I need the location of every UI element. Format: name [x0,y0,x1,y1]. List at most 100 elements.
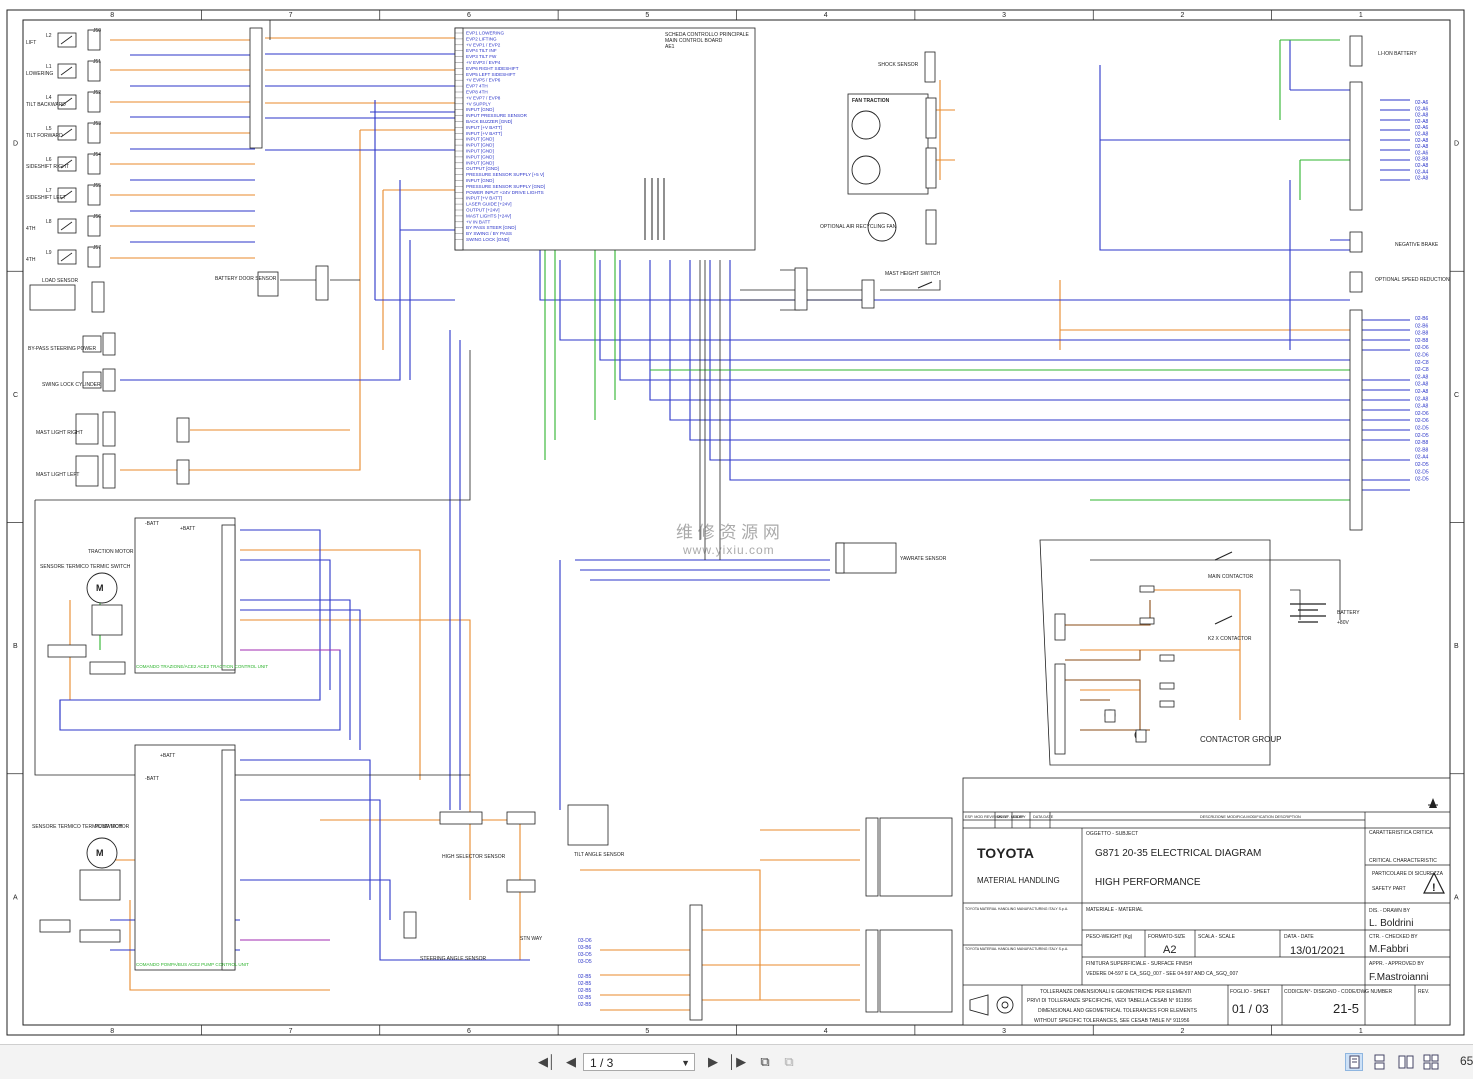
code-value: 21-5 [1333,1001,1359,1016]
board-pin-label: MAST LIGHTS [+24V] [466,213,511,218]
coil-id: L6 [46,157,52,163]
copy-page-icon[interactable]: ⧉ [784,1054,794,1069]
next-page-icon[interactable]: ▶ [708,1054,718,1069]
last-page-icon[interactable]: │▶ [727,1054,747,1069]
yaw-sensor-label: YAWRATE SENSOR [900,556,947,562]
sheet-reference: 02-D5 [1415,462,1429,468]
drawn-label: DIS. - DRAWN BY [1369,908,1411,914]
sensore-termico-label: SENSORE TERMICO TERMIC SWITCH [40,564,131,570]
approved-value: F.Mastroianni [1369,972,1428,983]
sheet-reference: 02-D6 [1415,353,1429,359]
optional-speed-label: OPTIONAL SPEED REDUCTION [1375,277,1450,283]
board-pin-label: OUTPUT [+24V] [466,208,500,213]
see-note: VEDERE 04-597 E CA_SGQ_007 - SEE 04-597 … [1086,971,1238,977]
sheet-reference: 02-B8 [1415,331,1429,337]
board-pin-label: SWING LOCK [GND] [466,237,509,242]
coil-id: L2 [46,33,52,39]
sensore-termico-label-2: SENSORE TERMICO TERMIC SWITCH [32,824,123,830]
zoom-level[interactable]: 65 [1460,1054,1473,1068]
grid-row-label: B [13,643,18,650]
board-pin-label: PRESSURE SENSOR SUPPLY [GND] [466,184,545,189]
single-page-view-button[interactable] [1345,1053,1363,1071]
board-pin-label: +V IN BATT [466,219,490,224]
board-pin-label: BY SWING / BY PASS [466,231,512,236]
first-page-icon[interactable]: ◀│ [537,1054,557,1069]
critical-label-en: CRITICAL CHARACTERISTIC [1369,858,1437,864]
svg-text:!: ! [1432,882,1436,894]
page-indicator: 1 / 3 [590,1056,614,1070]
coil-name: 4TH [26,257,36,263]
grid-column-label: 6 [467,1028,471,1035]
tol-en2: WITHOUT SPECIFIC TOLERANCES, SEE CESAB T… [1034,1018,1190,1024]
sheet-reference: 02-B5 [578,995,592,1001]
single-page-icon [1349,1055,1360,1069]
fan-traction-label: FAN TRACTION [852,98,890,104]
sheet-reference: 02-A6 [1415,106,1429,112]
tol-it: TOLLERANZE DIMENSIONALI E GEOMETRICHE PE… [1040,989,1191,995]
coil-connector: J52 [93,90,101,96]
mast-light-left-label: MAST LIGHT LEFT [36,472,79,478]
two-page-icon [1398,1055,1414,1069]
grid-column-label: 5 [645,1028,649,1035]
finish-label: FINITURA SUPERFICIALE - SURFACE FINISH [1086,961,1193,967]
sheet-reference: 02-A8 [1415,382,1429,388]
prev-page-icon[interactable]: ◀ [566,1054,576,1069]
board-pin-label: EVP1 LOWERING [466,31,504,36]
load-sensor-label: LOAD SENSOR [42,278,79,284]
board-pin-label: POWER INPUT +24V DRIVE LIGHTS [466,190,544,195]
grid-row-label: C [13,392,18,399]
board-pin-label: INPUT [GND] [466,160,494,165]
date-label: DATA - DATE [1284,934,1314,940]
sheet-reference: 02-D6 [1415,345,1429,351]
grid-column-label: 7 [289,12,293,19]
board-pin-label: EVP5 LEFT SIDESHIFT [466,72,516,77]
coil-id: L9 [46,250,52,256]
high-selector-label: HIGH SELECTOR SENSOR [442,854,506,860]
sheet-reference: 02-D6 [1415,411,1429,417]
format-value: A2 [1163,944,1176,956]
board-pin-label: BY PASS STEER [GND] [466,225,516,230]
tilt-sensor-label: TILT ANGLE SENSOR [574,852,625,858]
board-pin-label: INPUT [+V BATT] [466,125,502,130]
board-pin-label: INPUT [+V BATT] [466,196,502,201]
grid-column-label: 4 [824,1028,828,1035]
board-pin-label: INPUT [GND] [466,149,494,154]
revision-column-header: MODIF. MODIFY [997,815,1026,819]
revision-column-header: ESP. MOD REVISION N° [965,815,1008,819]
two-page-view-button[interactable] [1397,1053,1415,1071]
legal-text: TOYOTA MATERIAL HANDLING MANUFACTURING I… [965,907,1068,911]
board-pin-label: +V SUPPLY [466,101,491,106]
board-pin-label: +V EVP1 / EVP2 [466,42,501,47]
board-pin-label: INPUT [GND] [466,107,494,112]
grid-column-label: 2 [1180,1028,1184,1035]
board-pin-label: +V EVP7 / EVP8 [466,95,501,100]
coil-connector: J54 [93,152,101,158]
coil-name: SIDESHIFT RIGHT [26,164,69,170]
traction-motor-label: TRACTION MOTOR [88,549,134,555]
page-selector[interactable]: 1 / 3 ▼ [583,1053,695,1071]
weight-label: PESO-WEIGHT (Kg) [1086,934,1133,940]
pos-batt-label-2: +BATT [160,753,175,759]
traction-unit-label: COMANDO TRAZIONE/ACE2 ACE2 TRACTION CONT… [136,664,268,669]
sheet-reference: 02-B6 [1415,323,1429,329]
title-line1: G871 20-35 ELECTRICAL DIAGRAM [1095,848,1261,859]
lion-battery-label: LI-ION BATTERY [1378,51,1417,57]
continuous-view-button[interactable] [1370,1053,1388,1071]
neg-batt-label-2: -BATT [145,776,159,782]
coil-id: L8 [46,219,52,225]
watermark-cn: 维 修 资 源 网 [676,523,780,542]
export-page-icon[interactable]: ⧉ [760,1054,770,1069]
format-label: FORMATO-SIZE [1148,934,1186,940]
sheet-reference: 02-A4 [1415,169,1429,175]
two-page-continuous-button[interactable] [1422,1053,1440,1071]
brand-sub: MATERIAL HANDLING [977,876,1060,885]
coil-id: L1 [46,64,52,70]
sheet-reference: 02-B5 [578,988,592,994]
grid-column-label: 1 [1359,12,1363,19]
grid-row-label: B [1454,643,1459,650]
pump-motor-label: PUMP MOTOR [95,824,130,830]
sheet-reference: 02-A8 [1415,404,1429,410]
sheet-reference: 02-C8 [1415,367,1429,373]
coil-connector: J56 [93,214,101,220]
